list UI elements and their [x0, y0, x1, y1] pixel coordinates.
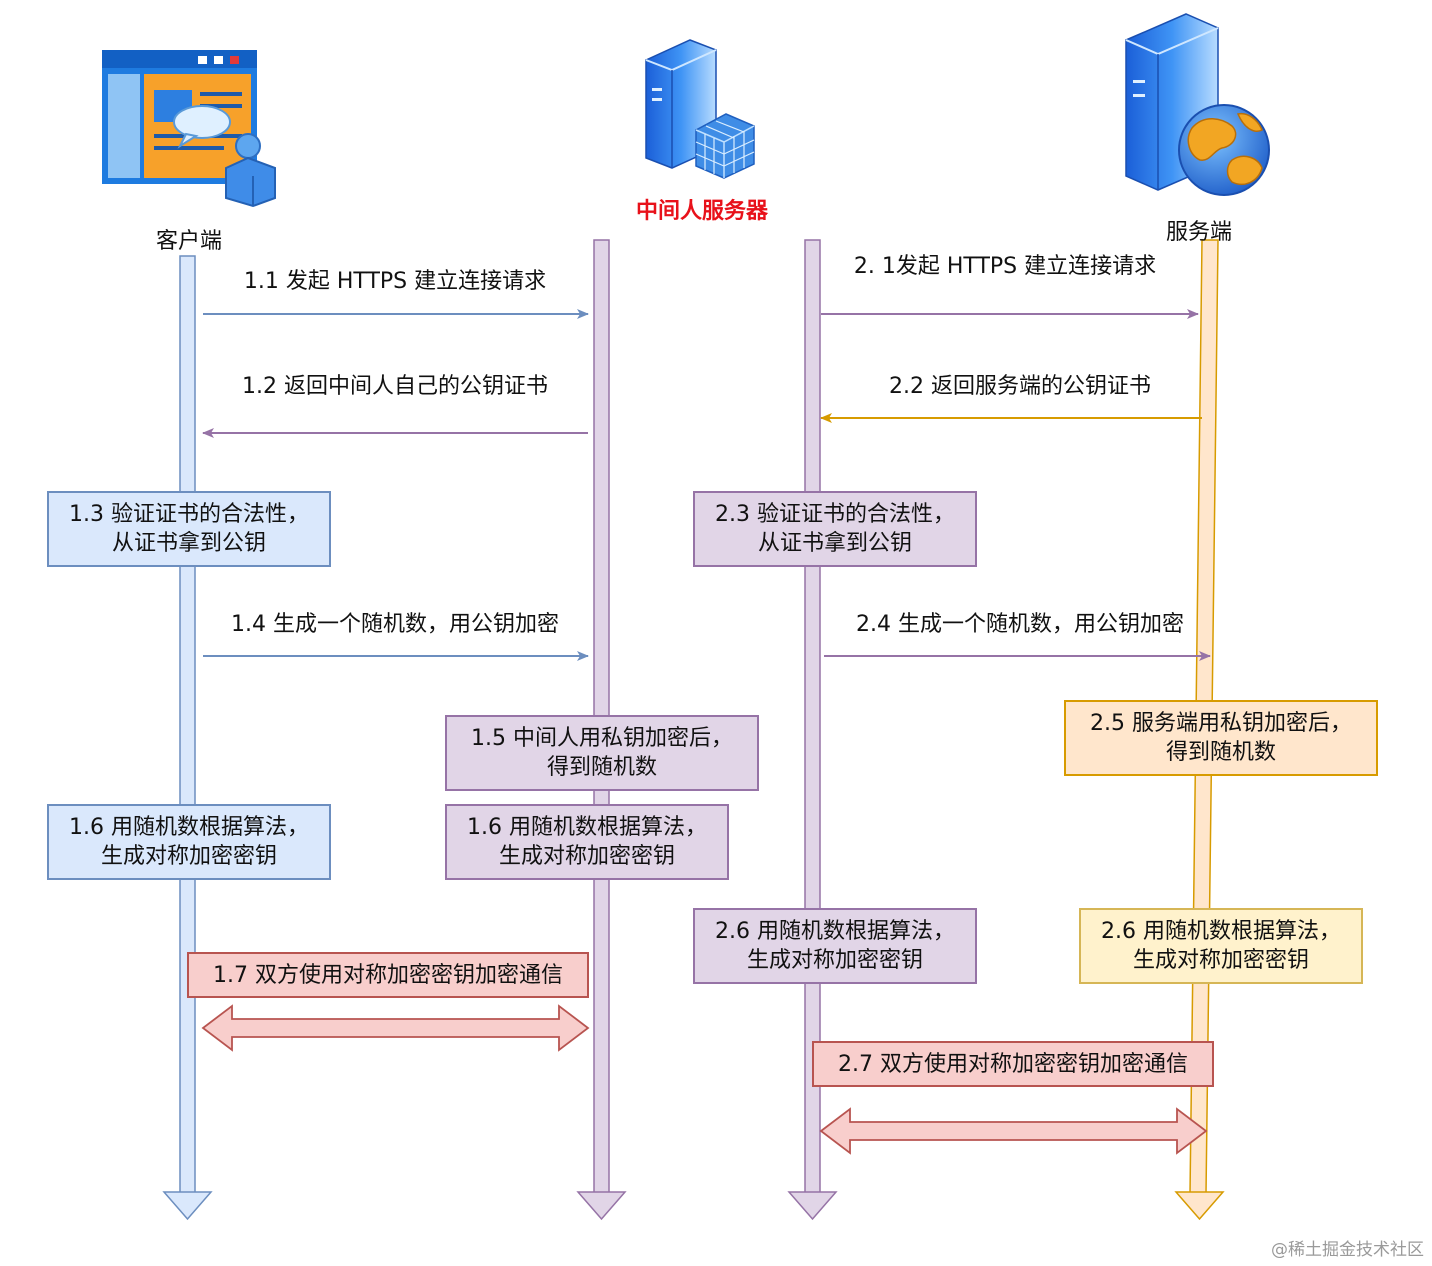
- note-2-6-server: 2.6 用随机数根据算法， 生成对称加密密钥: [1079, 908, 1363, 984]
- note-2-5-line-2: 得到随机数: [1165, 740, 1276, 765]
- message-1-2-label: 1.2 返回中间人自己的公钥证书: [242, 374, 548, 399]
- note-1-7: 1.7 双方使用对称加密密钥加密通信: [187, 952, 589, 998]
- note-2-3-line-2: 从证书拿到公钥: [757, 531, 912, 556]
- note-1-5-line-2: 得到随机数: [546, 755, 657, 780]
- note-2-3: 2.3 验证证书的合法性， 从证书拿到公钥: [693, 491, 977, 567]
- note-2-6-server-line-1: 2.6 用随机数根据算法，: [1101, 919, 1341, 944]
- message-1-4-label: 1.4 生成一个随机数，用公钥加密: [231, 612, 559, 637]
- message-2-1-label: 2. 1发起 HTTPS 建立连接请求: [853, 254, 1157, 279]
- browser-user-icon: [102, 50, 276, 208]
- actor-server-label: 服务端: [1165, 220, 1232, 245]
- note-2-6-server-line-2: 生成对称加密密钥: [1132, 948, 1309, 973]
- note-1-6-mitm-line-2: 生成对称加密密钥: [498, 844, 675, 869]
- note-1-3-line-1: 1.3 验证证书的合法性，: [69, 502, 309, 527]
- note-2-3-line-1: 2.3 验证证书的合法性，: [715, 502, 955, 527]
- double-arrow-2-7: [819, 1107, 1208, 1155]
- message-1-1-label: 1.1 发起 HTTPS 建立连接请求: [243, 269, 547, 294]
- note-2-7: 2.7 双方使用对称加密密钥加密通信: [812, 1041, 1214, 1087]
- server-tower-grid-icon: [645, 39, 755, 179]
- actor-client-label: 客户端: [155, 229, 222, 254]
- note-1-3-line-2: 从证书拿到公钥: [111, 531, 266, 556]
- message-2-4-label: 2.4 生成一个随机数，用公钥加密: [856, 612, 1184, 637]
- note-2-6-mitm: 2.6 用随机数根据算法， 生成对称加密密钥: [693, 908, 977, 984]
- server-tower-globe-icon: [1125, 13, 1270, 196]
- double-arrow-1-7: [201, 1004, 590, 1052]
- note-2-6-mitm-line-2: 生成对称加密密钥: [746, 948, 923, 973]
- note-1-6-client-line-1: 1.6 用随机数根据算法，: [69, 815, 309, 840]
- actor-mitm-label: 中间人服务器: [635, 199, 768, 224]
- note-1-5-line-1: 1.5 中间人用私钥加密后，: [471, 726, 733, 751]
- note-1-6-client: 1.6 用随机数根据算法， 生成对称加密密钥: [47, 804, 331, 880]
- note-1-7-label: 1.7 双方使用对称加密密钥加密通信: [213, 962, 563, 988]
- note-1-6-mitm-line-1: 1.6 用随机数根据算法，: [467, 815, 707, 840]
- note-2-5-line-1: 2.5 服务端用私钥加密后，: [1090, 711, 1352, 736]
- note-2-6-mitm-line-1: 2.6 用随机数根据算法，: [715, 919, 955, 944]
- message-2-2-label: 2.2 返回服务端的公钥证书: [889, 374, 1151, 399]
- note-2-5: 2.5 服务端用私钥加密后， 得到随机数: [1064, 700, 1378, 776]
- note-2-7-label: 2.7 双方使用对称加密密钥加密通信: [838, 1051, 1188, 1077]
- note-1-3: 1.3 验证证书的合法性， 从证书拿到公钥: [47, 491, 331, 567]
- note-1-5: 1.5 中间人用私钥加密后， 得到随机数: [445, 715, 759, 791]
- note-1-6-mitm: 1.6 用随机数根据算法， 生成对称加密密钥: [445, 804, 729, 880]
- watermark: @稀土掘金技术社区: [1271, 1240, 1424, 1260]
- note-1-6-client-line-2: 生成对称加密密钥: [100, 844, 277, 869]
